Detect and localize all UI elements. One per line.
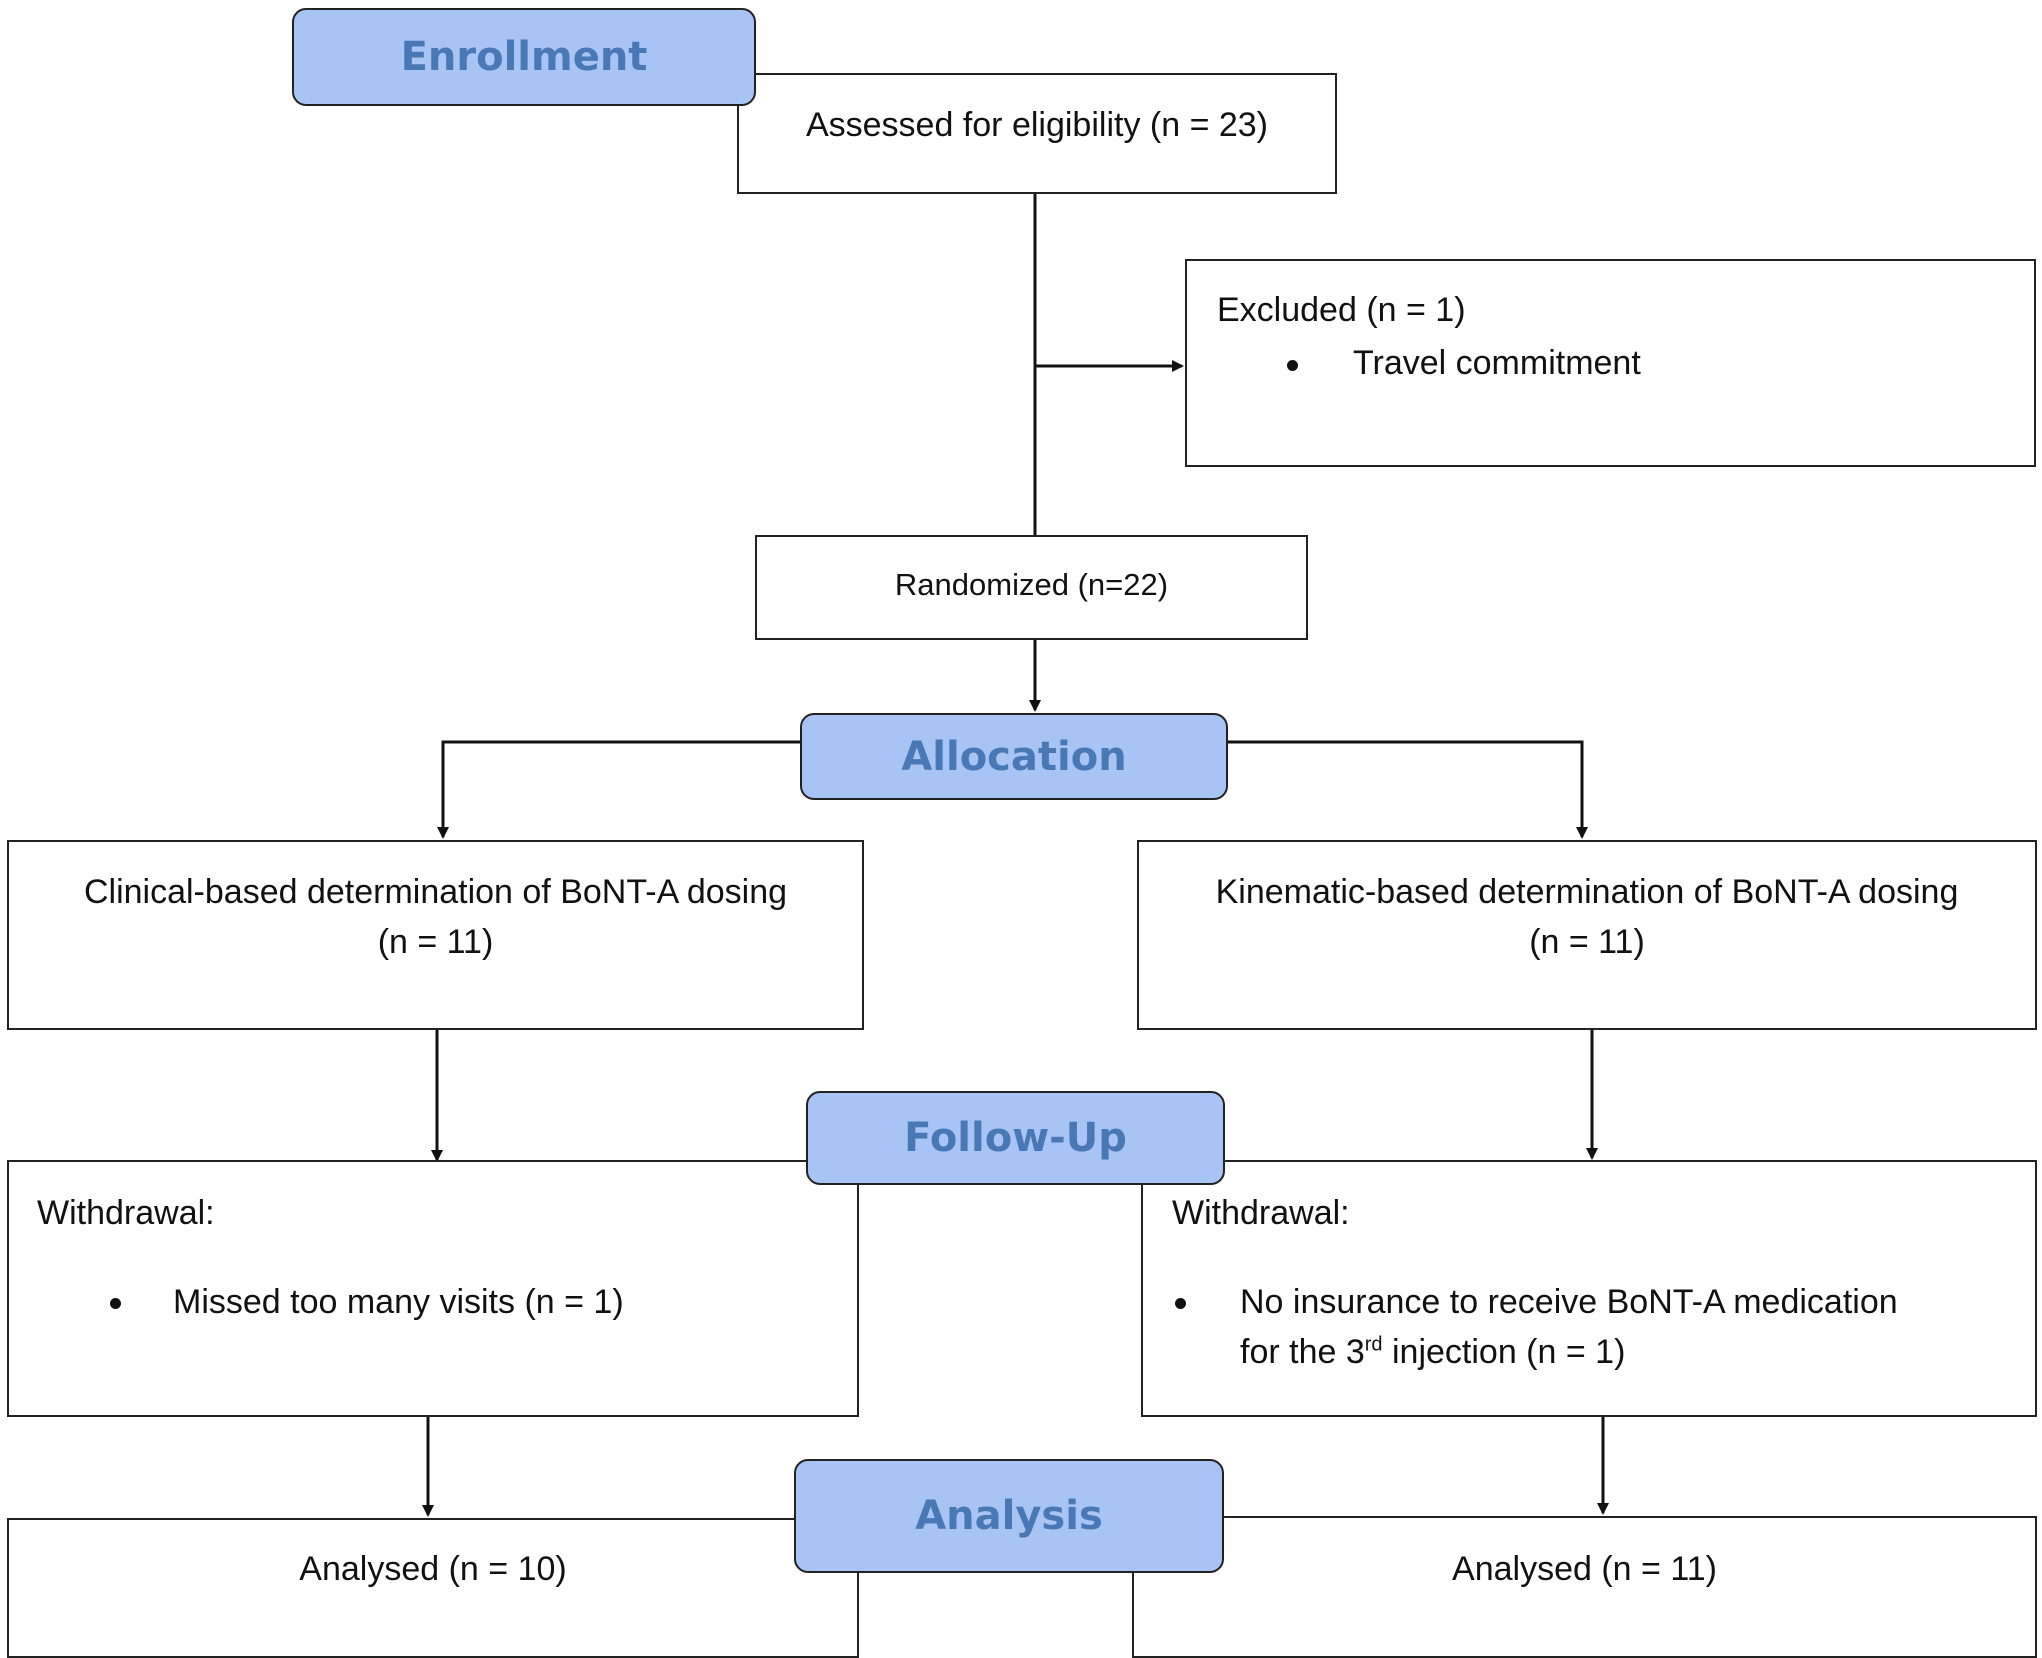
left-withdrawal-reason: Missed too many visits (n = 1) bbox=[173, 1283, 624, 1321]
right-withdrawal-title: Withdrawal: bbox=[1172, 1194, 1350, 1232]
arrow-to-kinematic-arm bbox=[1228, 740, 1588, 839]
kinematic-arm-line1: Kinematic-based determination of BoNT-A … bbox=[1215, 873, 1959, 911]
randomized-box bbox=[755, 535, 1308, 640]
clinical-arm-line1: Clinical-based determination of BoNT-A d… bbox=[83, 873, 788, 911]
arrow-to-clinical-arm bbox=[437, 740, 800, 839]
stage-analysis: Analysis bbox=[794, 1459, 1224, 1573]
randomized-label: Randomized (n=22) bbox=[894, 567, 1169, 602]
left-analysed-label: Analysed (n = 10) bbox=[299, 1550, 567, 1588]
assessed-box bbox=[737, 73, 1337, 194]
clinical-arm-box bbox=[7, 840, 864, 1030]
right-withdrawal-box bbox=[1141, 1160, 2037, 1417]
excluded-box bbox=[1185, 259, 2036, 467]
right-withdrawal-bullet bbox=[1175, 1298, 1186, 1309]
left-withdrawal-box bbox=[7, 1160, 859, 1417]
right-analysed-label: Analysed (n = 11) bbox=[1452, 1550, 1717, 1588]
assessed-label: Assessed for eligibility (n = 23) bbox=[805, 106, 1269, 144]
excluded-bullet bbox=[1287, 360, 1298, 371]
stage-allocation: Allocation bbox=[800, 713, 1228, 800]
right-analysed-box bbox=[1132, 1516, 2037, 1658]
kinematic-arm-box bbox=[1137, 840, 2037, 1030]
left-withdrawal-bullet bbox=[110, 1298, 121, 1309]
stage-enrollment: Enrollment bbox=[292, 8, 756, 106]
excluded-title: Excluded (n = 1) bbox=[1217, 291, 1466, 329]
kinematic-arm-line2: (n = 11) bbox=[1529, 923, 1645, 961]
clinical-arm-line2: (n = 11) bbox=[377, 923, 494, 961]
stage-followup: Follow-Up bbox=[806, 1091, 1225, 1185]
left-analysed-box bbox=[7, 1518, 859, 1658]
left-withdrawal-title: Withdrawal: bbox=[37, 1194, 215, 1232]
excluded-reason: Travel commitment bbox=[1353, 344, 1641, 382]
right-withdrawal-reason-line2: for the 3rd injection (n = 1) bbox=[1240, 1333, 1626, 1371]
right-withdrawal-reason-line1: No insurance to receive BoNT-A medicatio… bbox=[1240, 1283, 1898, 1321]
